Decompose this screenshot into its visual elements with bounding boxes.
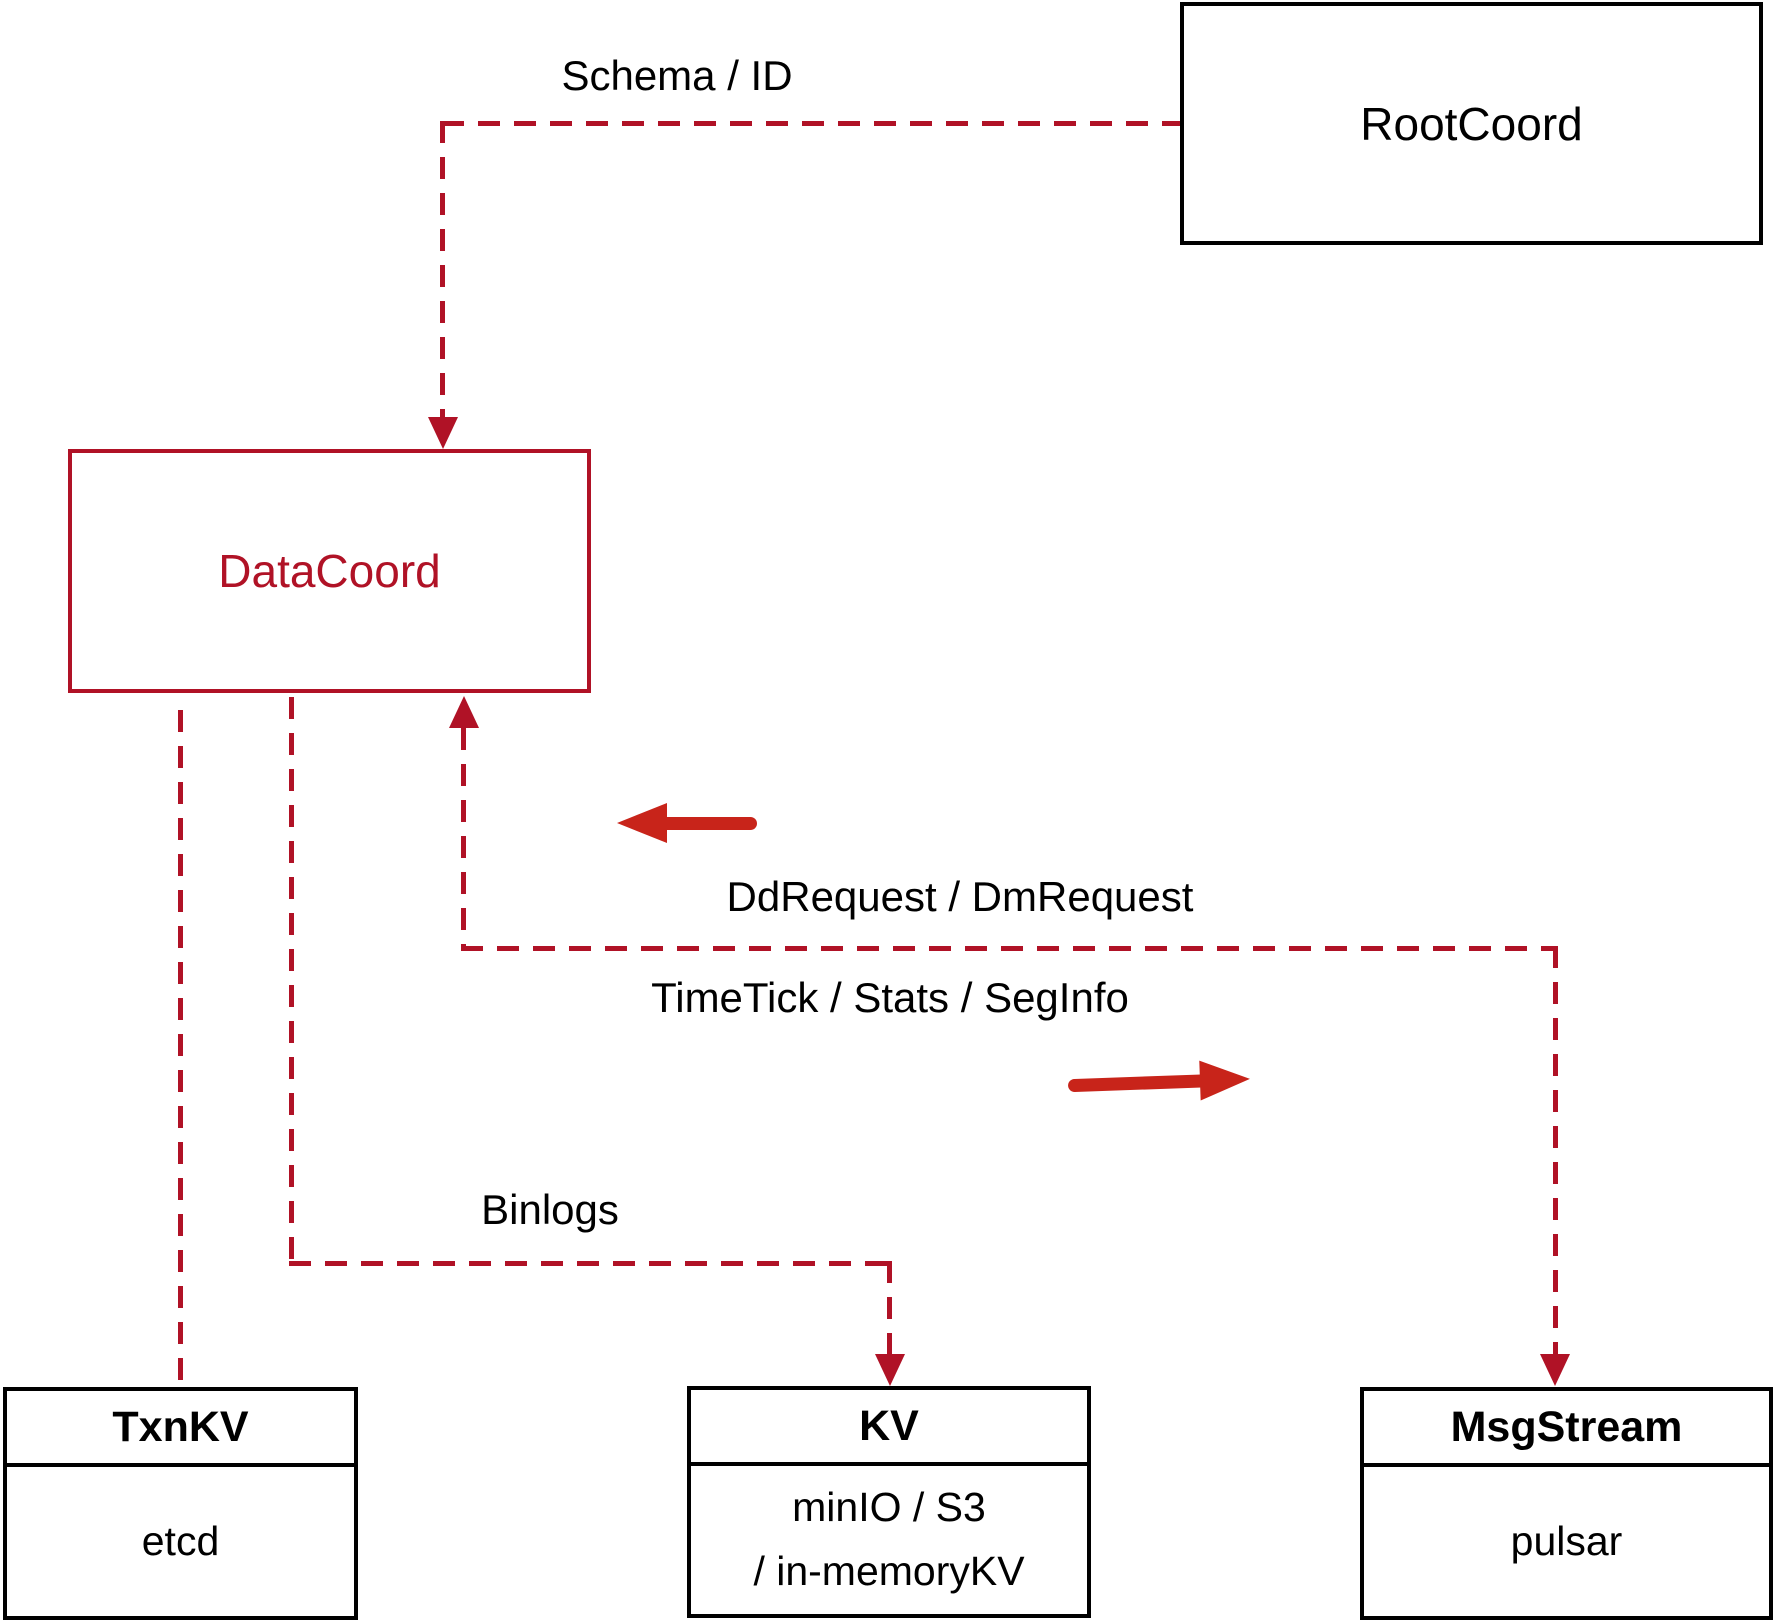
arrowhead-down-icon <box>428 417 458 449</box>
node-kv: KV minIO / S3 / in-memoryKV <box>687 1386 1091 1618</box>
arrow-left-head <box>617 803 667 843</box>
edge-label-binlogs: Binlogs <box>481 1186 619 1233</box>
node-txnkv: TxnKV etcd <box>3 1387 358 1620</box>
edge-binlogs-vline-2 <box>887 1261 892 1356</box>
arrow-left-icon <box>617 803 757 843</box>
edge-label-timetick: TimeTick / Stats / SegInfo <box>651 974 1129 1021</box>
edge-ddrequest-vline <box>461 728 466 948</box>
edge-schema-id-hline <box>442 121 1180 126</box>
kv-body-line2: / in-memoryKV <box>753 1548 1025 1594</box>
txnkv-title: TxnKV <box>7 1391 354 1467</box>
arrow-left-shaft <box>659 817 757 830</box>
node-datacoord: DataCoord <box>68 449 591 693</box>
arrow-right-shaft <box>1067 1074 1209 1093</box>
kv-title: KV <box>691 1390 1087 1466</box>
arrowhead-up-icon <box>449 696 479 728</box>
edge-binlogs-hline <box>289 1261 891 1266</box>
datacoord-label: DataCoord <box>218 545 441 597</box>
arrow-right-head <box>1199 1058 1251 1101</box>
edge-ddrequest-hline <box>461 946 1556 951</box>
edge-msgstream-vline <box>1553 946 1558 1356</box>
node-rootcoord: RootCoord <box>1180 2 1763 245</box>
edge-schema-id-vline <box>440 121 445 421</box>
arrowhead-down-icon <box>1540 1354 1570 1386</box>
kv-body-line1: minIO / S3 <box>792 1484 986 1531</box>
arrowhead-down-icon <box>875 1354 905 1386</box>
edge-label-ddrequest: DdRequest / DmRequest <box>726 873 1194 920</box>
txnkv-body: etcd <box>141 1517 220 1564</box>
edge-datacoord-txnkv-vline <box>178 710 183 1387</box>
msgstream-body: pulsar <box>1510 1517 1623 1564</box>
msgstream-title: MsgStream <box>1364 1391 1769 1467</box>
rootcoord-label: RootCoord <box>1360 97 1583 150</box>
arrow-right-icon <box>1067 1058 1251 1105</box>
edge-binlogs-vline-1 <box>289 697 294 1263</box>
node-msgstream: MsgStream pulsar <box>1360 1387 1773 1620</box>
edge-label-schema-id: Schema / ID <box>561 52 793 99</box>
